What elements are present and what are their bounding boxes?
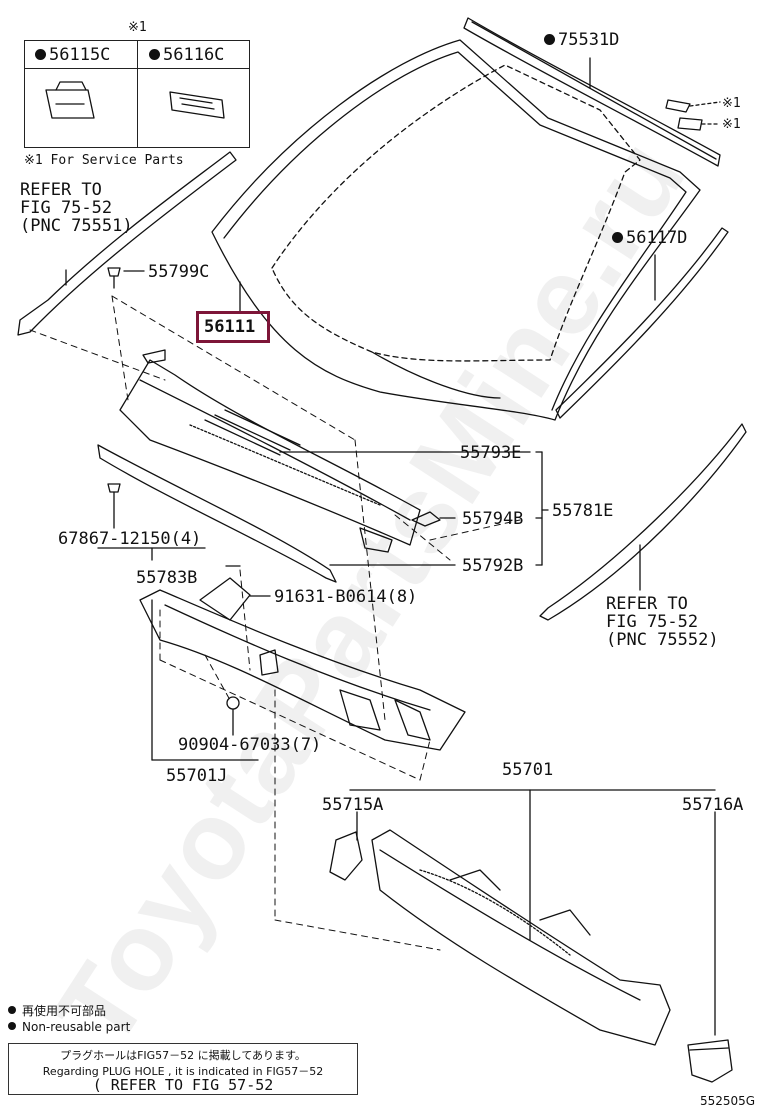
label-55794B: 55794B xyxy=(462,509,524,529)
figure-id: 552505G xyxy=(700,1094,756,1108)
inset-left-part: 56115C xyxy=(35,45,110,65)
inset-mark: ※1 xyxy=(128,20,147,35)
label-75531D: 75531D xyxy=(544,30,619,50)
label-55716A: 55716A xyxy=(682,795,744,815)
non-reusable-bullet-icon xyxy=(149,49,160,60)
bracket-55781E xyxy=(535,451,549,566)
label-55715A: 55715A xyxy=(322,795,384,815)
label-55783B: 55783B xyxy=(136,568,198,588)
windshield-glass xyxy=(211,39,701,421)
label-90904: 90904-67033(7) xyxy=(178,735,322,755)
seal-55792B xyxy=(97,444,456,583)
inset-right-part: 56116C xyxy=(149,45,224,65)
left-pillar-trim xyxy=(17,151,237,336)
label-55799C: 55799C xyxy=(148,262,210,282)
label-55793E: 55793E xyxy=(460,443,522,463)
refer-left-line1: REFER TO xyxy=(20,180,102,200)
non-reusable-bullet-icon xyxy=(612,232,623,243)
note-line-refer: ( REFER TO FIG 57-52 xyxy=(92,1076,274,1094)
label-56111: 56111 xyxy=(204,317,256,337)
inset-panel: 56115C 56116C xyxy=(24,40,250,148)
inset-rule xyxy=(25,68,249,69)
label-55792B: 55792B xyxy=(462,556,524,576)
label-91631: 91631-B0614(8) xyxy=(274,587,418,607)
non-reusable-bullet-icon xyxy=(35,49,46,60)
label-55701J: 55701J xyxy=(166,766,228,786)
label-56117D: 56117D xyxy=(612,228,687,248)
clip-55799C xyxy=(107,267,145,289)
bracket-55716A xyxy=(687,1039,733,1083)
right-pillar-trim xyxy=(539,423,747,621)
non-reusable-bullet-icon xyxy=(544,34,555,45)
label-mark-1b: ※1 xyxy=(722,117,741,132)
refer-left-line3: (PNC 75551) xyxy=(20,216,133,236)
clip-55794B xyxy=(411,511,456,527)
panel-55701 xyxy=(349,789,716,1046)
plug-hole-note: プラグホールはFIG57－52 に掲載してあります。 Regarding PLU… xyxy=(8,1043,358,1095)
inset-divider xyxy=(137,41,138,147)
label-55781E: 55781E xyxy=(552,501,614,521)
legend-en: Non-reusable part xyxy=(8,1020,130,1035)
bracket-55783B xyxy=(97,547,206,561)
non-reusable-bullet-icon xyxy=(8,1006,16,1014)
label-mark-1a: ※1 xyxy=(722,96,741,111)
inset-clips xyxy=(45,81,225,119)
note-line-jp: プラグホールはFIG57－52 に掲載してあります。 xyxy=(60,1049,306,1062)
molding-56117D xyxy=(555,227,729,419)
molding-75531D xyxy=(463,17,721,167)
service-parts-note: ※1 For Service Parts xyxy=(24,153,184,168)
highlight-box xyxy=(196,311,270,343)
clip-67867 xyxy=(107,483,121,529)
refer-left-line2: FIG 75-52 xyxy=(20,198,113,218)
refer-right-line3: (PNC 75552) xyxy=(606,630,719,650)
note-line-en: Regarding PLUG HOLE , it is indicated in… xyxy=(42,1065,324,1078)
refer-right-line2: FIG 75-52 xyxy=(606,612,699,632)
refer-right-line1: REFER TO xyxy=(606,594,688,614)
label-55701: 55701 xyxy=(502,760,554,780)
cowl-top-55793E xyxy=(119,349,531,553)
legend-jp: 再使用不可部品 xyxy=(8,1004,106,1019)
non-reusable-bullet-icon xyxy=(8,1022,16,1030)
panel-55701J xyxy=(139,565,466,761)
label-67867: 67867-12150(4) xyxy=(58,529,202,549)
bracket-55715A xyxy=(329,831,363,881)
